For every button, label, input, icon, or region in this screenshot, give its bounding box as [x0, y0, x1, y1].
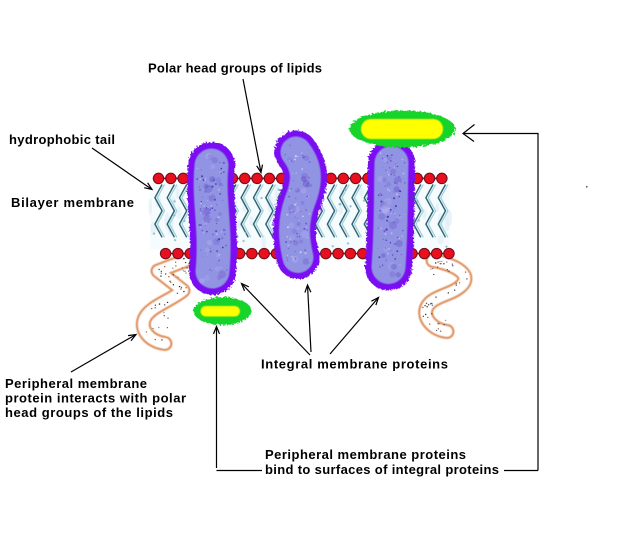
svg-text:Integral membrane proteins: Integral membrane proteins — [261, 357, 449, 372]
svg-text:bind to surfaces of integral p: bind to surfaces of integral proteins — [265, 462, 499, 477]
svg-text:head groups of the lipids: head groups of the lipids — [5, 405, 174, 420]
svg-text:protein interacts with polar: protein interacts with polar — [5, 391, 187, 406]
svg-text:hydrophobic tail: hydrophobic tail — [9, 132, 115, 147]
svg-text:Bilayer membrane: Bilayer membrane — [11, 195, 135, 210]
svg-text:Polar head groups of lipids: Polar head groups of lipids — [148, 61, 322, 76]
svg-text:Peripheral membrane: Peripheral membrane — [5, 376, 148, 391]
svg-text:Peripheral membrane proteins: Peripheral membrane proteins — [265, 447, 466, 462]
